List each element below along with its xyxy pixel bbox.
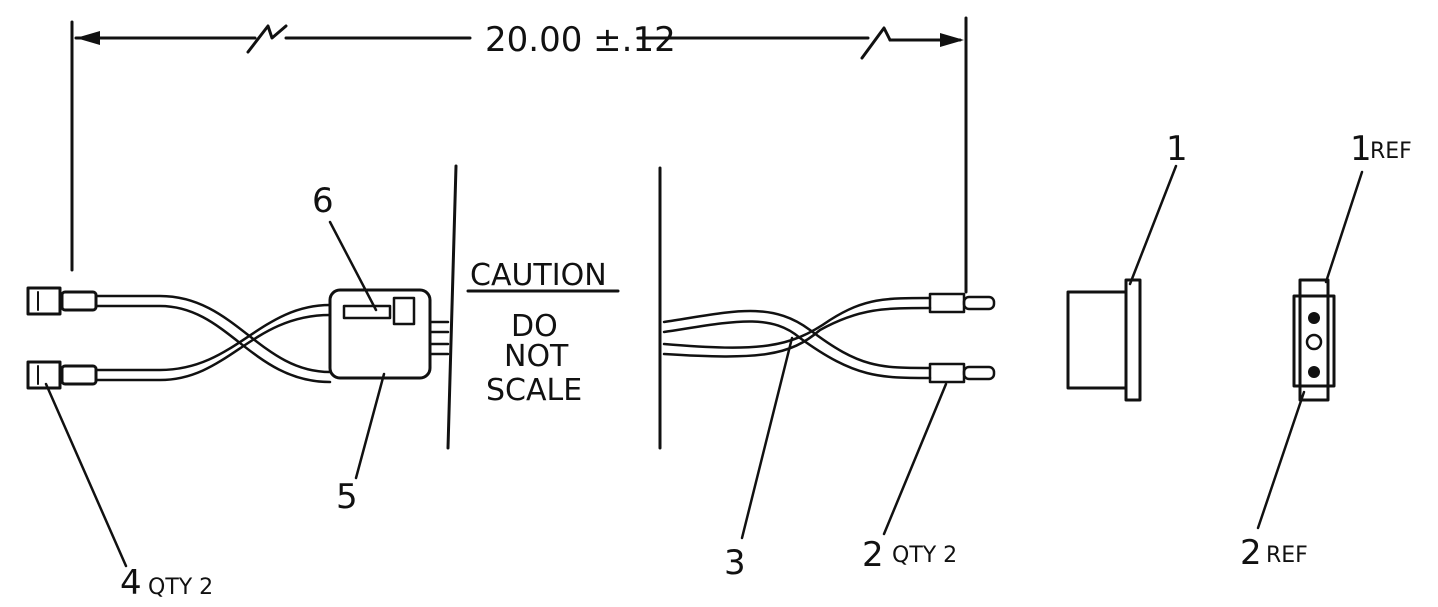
label-tab xyxy=(392,296,416,326)
left-break-line xyxy=(446,164,458,450)
left-wires xyxy=(94,294,332,384)
callout-5: 5 xyxy=(336,477,358,517)
callout-2-qty: QTY 2 xyxy=(892,543,957,568)
right-terminal-top xyxy=(928,292,996,314)
leader-lines xyxy=(44,164,1364,568)
pin-1 xyxy=(1308,312,1320,324)
left-terminal-top xyxy=(26,286,98,316)
connector-housing xyxy=(1066,278,1142,402)
grommet xyxy=(328,288,432,380)
callout-3: 3 xyxy=(724,543,746,583)
caution-do: DO xyxy=(511,309,558,344)
pin-3 xyxy=(1308,366,1320,378)
callout-2-ref-number: 2 xyxy=(1240,533,1262,573)
connector-face xyxy=(1292,278,1336,402)
right-arrowhead xyxy=(940,33,964,47)
caution-title: CAUTION xyxy=(470,258,607,293)
left-arrowhead xyxy=(76,31,100,45)
right-wires xyxy=(662,296,932,380)
left-terminal-bottom xyxy=(26,360,98,390)
callout-4-qty: QTY 2 xyxy=(148,575,213,600)
grommet-exit-wires xyxy=(428,320,450,356)
dimension-line xyxy=(74,24,964,60)
right-terminal-bottom xyxy=(928,362,996,384)
label-tag xyxy=(342,304,392,320)
caution-not: NOT xyxy=(504,339,569,374)
callout-4: 4 xyxy=(120,563,142,602)
callout-2: 2 xyxy=(862,535,884,575)
pin-2 xyxy=(1305,333,1323,351)
callout-1: 1 xyxy=(1166,129,1188,169)
callout-1-ref: REF xyxy=(1370,139,1412,164)
callout-2-ref: REF xyxy=(1266,543,1308,568)
callout-6: 6 xyxy=(312,181,334,221)
callout-1-ref-number: 1 xyxy=(1350,129,1372,169)
dimension-label: 20.00 ±.12 xyxy=(485,20,676,60)
caution-scale: SCALE xyxy=(486,373,582,408)
